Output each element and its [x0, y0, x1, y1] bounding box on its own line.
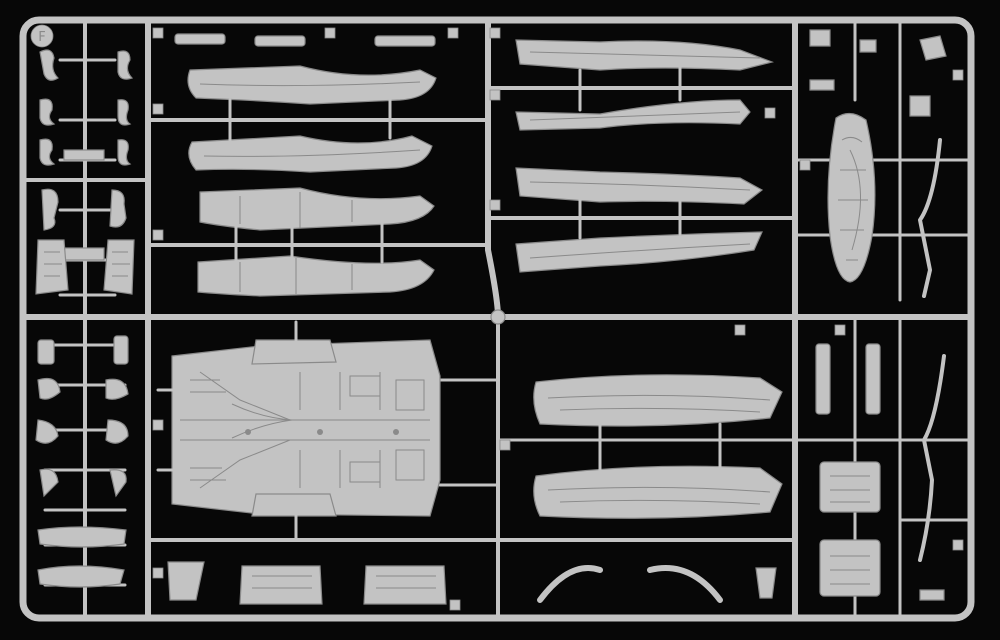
cockpit-tub-large-part — [156, 320, 441, 542]
bottom-row-parts — [167, 561, 777, 605]
frame-label-text: F — [38, 30, 45, 45]
sprue-runners — [20, 17, 974, 621]
canopy-frame-part — [827, 112, 876, 283]
frame-parts-bottom-right — [815, 343, 946, 601]
small-parts-left-top — [35, 49, 135, 295]
strut-parts-top-right — [809, 29, 947, 298]
frame-label-tab: F — [30, 24, 54, 48]
fuselage-panels-top-left — [174, 33, 437, 297]
small-parts-left-bottom — [35, 335, 129, 588]
nacelle-panels-bottom — [533, 374, 783, 519]
part-number-tabs — [152, 27, 964, 611]
fuselage-panels-top-right — [515, 39, 775, 273]
